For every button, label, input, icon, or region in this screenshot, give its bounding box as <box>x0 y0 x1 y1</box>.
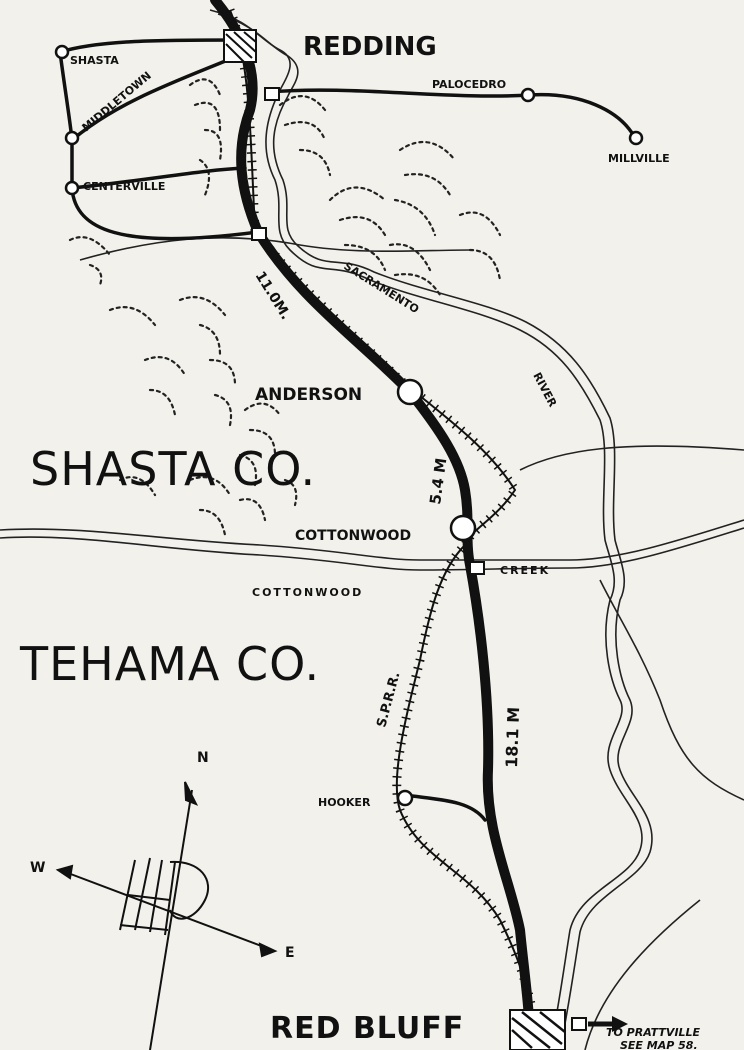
label-shasta-county: SHASTA CO. <box>30 442 316 496</box>
label-millville: MILLVILLE <box>608 152 670 165</box>
cottonwood-creek <box>0 519 744 571</box>
label-river: RIVER <box>530 370 559 409</box>
label-note-line1: TO PRATTVILLE <box>606 1026 701 1039</box>
roads <box>58 38 637 822</box>
bridges <box>251 87 587 1031</box>
label-tehama-county: TEHAMA CO. <box>19 637 320 691</box>
label-cottonwood-creek: COTTONWOOD <box>252 586 363 599</box>
label-sacramento: SACRAMENTO <box>341 260 421 317</box>
compass-e: E <box>285 945 295 961</box>
label-distance-anderson-cottonwood: 5.4 M <box>426 457 450 506</box>
town-markers <box>54 44 644 807</box>
label-creek: CREEK <box>500 564 550 577</box>
label-note-line2: SEE MAP 58. <box>620 1039 698 1050</box>
redding-town-block <box>223 29 257 63</box>
compass-w: W <box>30 860 45 876</box>
label-redding: REDDING <box>303 32 437 62</box>
label-railroad: S.P.R.R. <box>374 670 403 729</box>
compass-rose <box>55 781 278 1050</box>
label-middletown: MIDDLETOWN <box>80 69 154 134</box>
label-centerville: CENTERVILLE <box>83 180 165 193</box>
label-palocedro: PALOCEDRO <box>432 78 506 91</box>
sacramento-river <box>209 9 653 1050</box>
label-cottonwood: COTTONWOOD <box>295 528 411 544</box>
label-anderson: ANDERSON <box>255 385 362 405</box>
main-highway <box>210 0 535 1050</box>
label-distance-cottonwood-redbluff: 18.1 M <box>502 707 523 769</box>
hill-hachures <box>68 78 502 537</box>
red-bluff-town-block <box>509 1009 566 1050</box>
label-hooker: HOOKER <box>318 796 371 809</box>
compass-n: N <box>197 750 209 766</box>
label-shasta: SHASTA <box>70 54 119 67</box>
label-red-bluff: RED BLUFF <box>270 1011 464 1046</box>
tributaries <box>79 236 744 1050</box>
